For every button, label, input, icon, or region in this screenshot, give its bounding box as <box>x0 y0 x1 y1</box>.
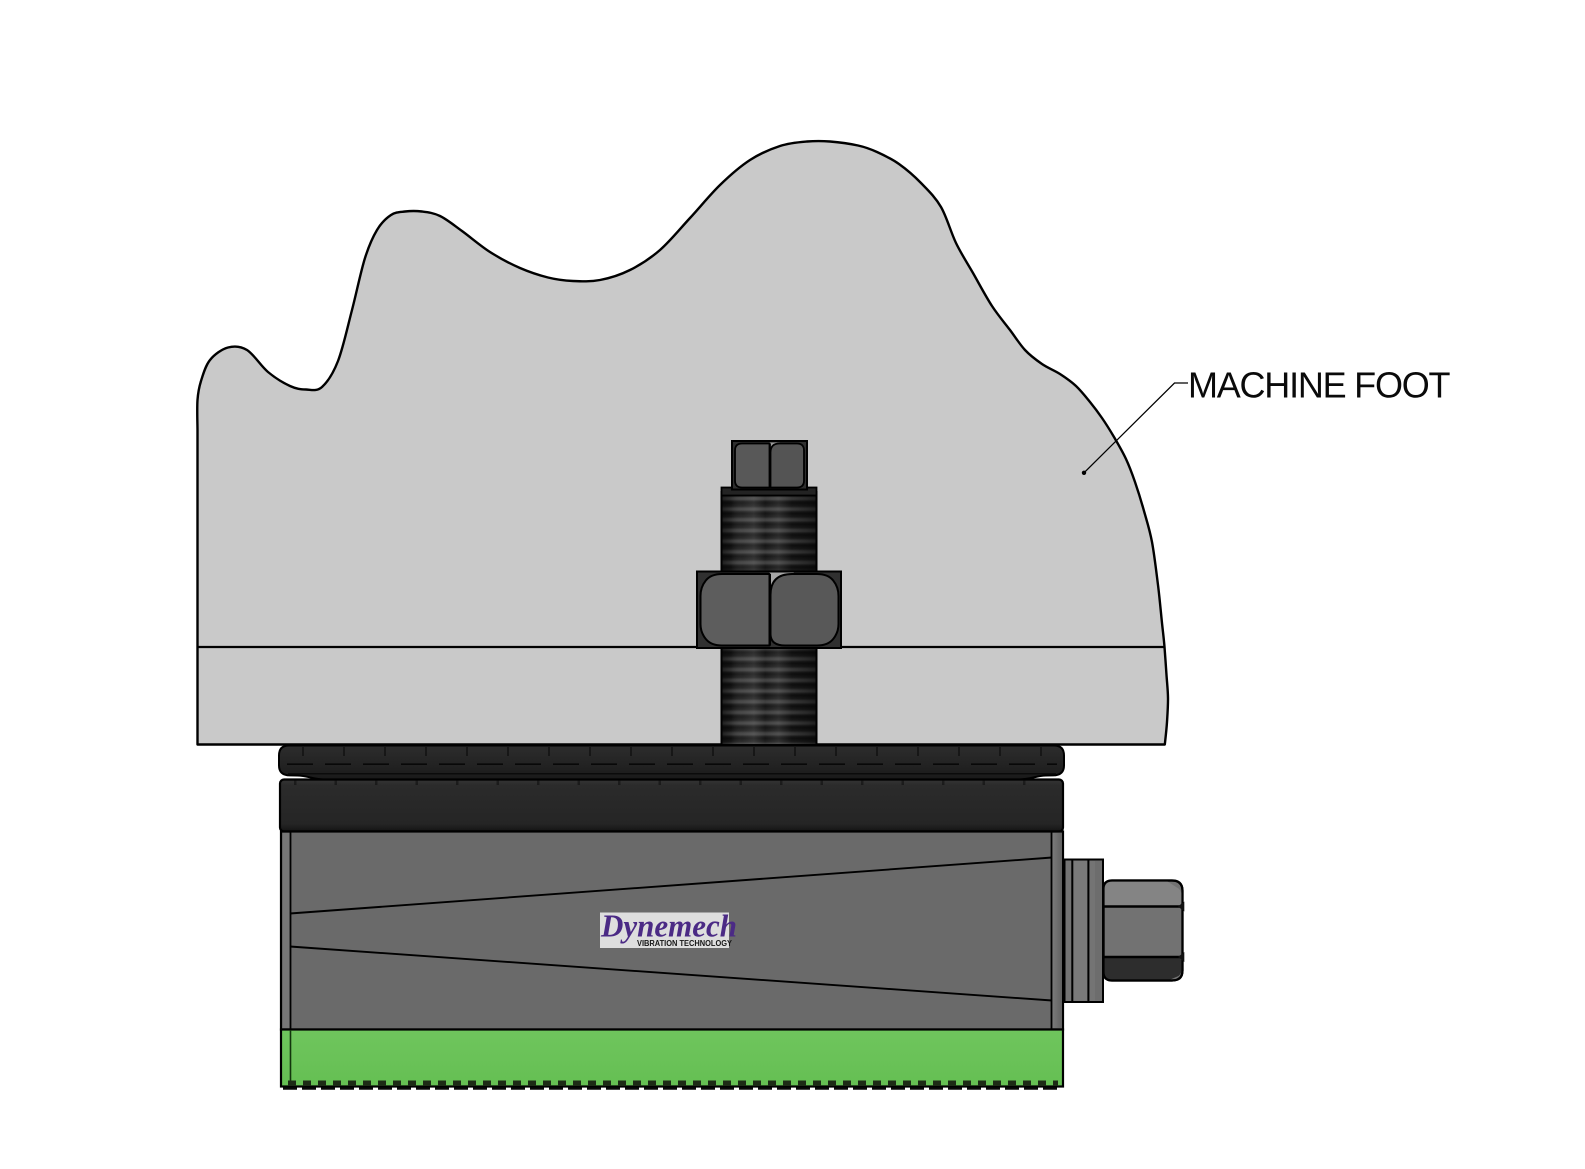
svg-text:MACHINE FOOT: MACHINE FOOT <box>1188 365 1451 406</box>
svg-text:Dynemech: Dynemech <box>600 908 737 944</box>
svg-text:VIBRATION TECHNOLOGY: VIBRATION TECHNOLOGY <box>637 939 733 948</box>
